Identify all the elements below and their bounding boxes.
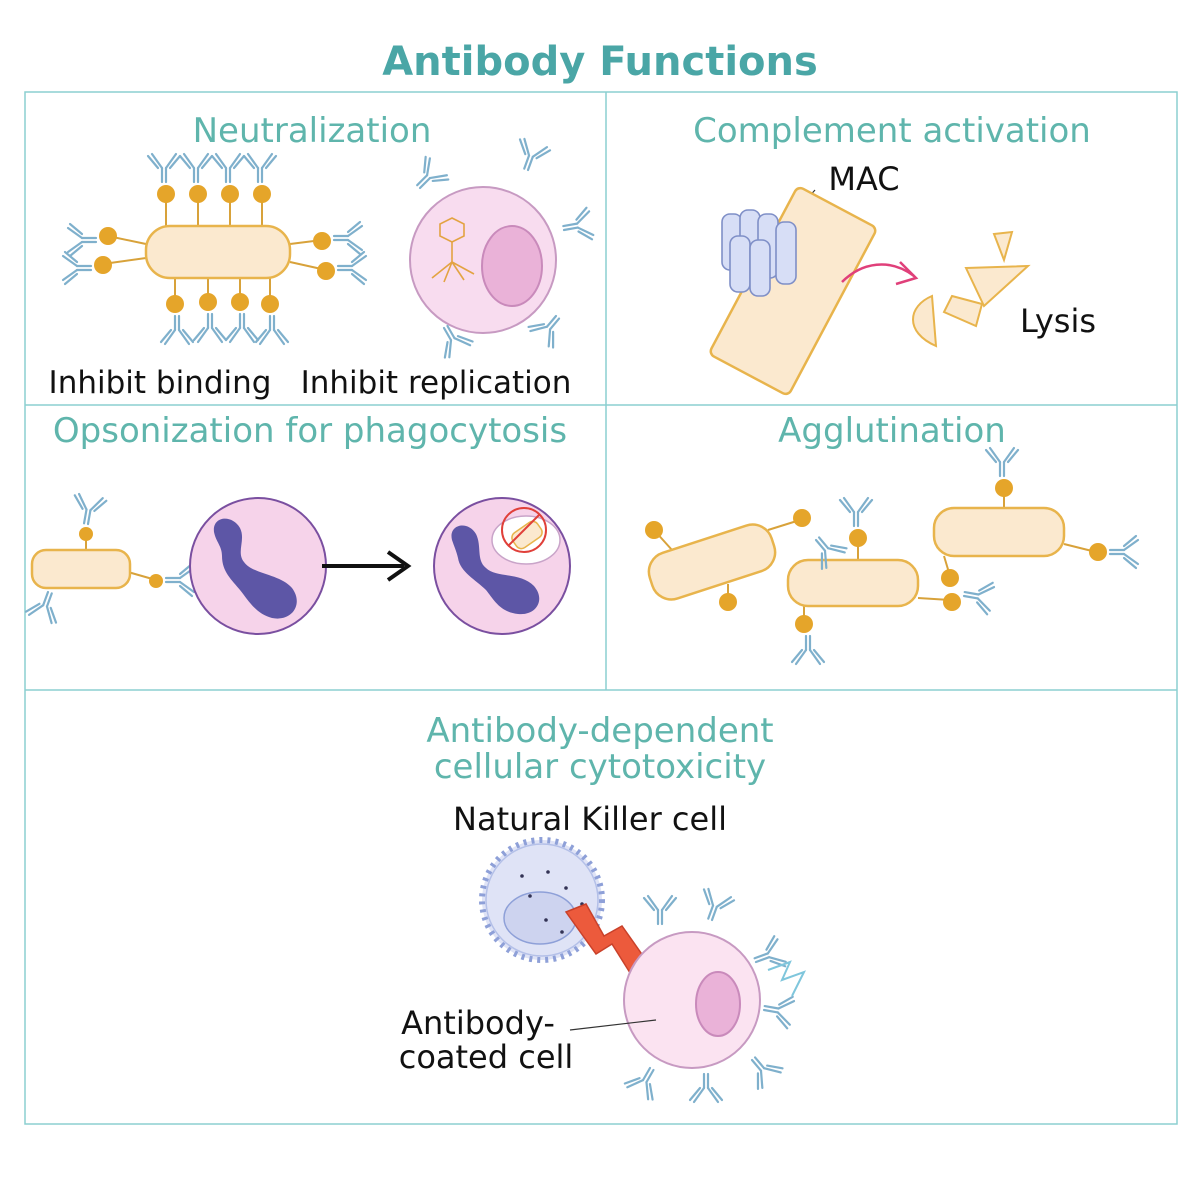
panel-neutralization: Neutralization [49,111,596,401]
mac-complex [721,209,797,297]
label-natural-killer-cell: Natural Killer cell [453,800,727,838]
virus-icon [431,217,475,283]
panel-complement: Complement activation MAC Lysis [693,111,1096,396]
heading-neutralization: Neutralization [193,111,432,151]
label-mac: MAC [828,160,899,198]
heading-complement: Complement activation [693,111,1091,151]
lysis-arrow [841,263,915,283]
small-lightning-icon [767,960,807,997]
natural-killer-cell [479,837,605,963]
phagocytosis-arrow [322,550,412,582]
heading-agglutination: Agglutination [778,411,1006,451]
label-lysis: Lysis [1020,302,1096,340]
panel-agglutination: Agglutination [645,411,1140,666]
engulfed-bacterium [511,520,543,550]
lysis-fragments [912,230,1031,348]
opsonized-bacterium [24,492,196,626]
page-title: Antibody Functions [382,39,818,85]
heading-adcc-line2: cellular cytotoxicity [434,747,766,787]
panel-frame [24,91,1178,1125]
coated-pointer-line [569,1019,657,1031]
label-coated-line1: Antibody- [401,1004,555,1042]
bacterium-neutralized [94,185,335,313]
panel-opsonization: Opsonization for phagocytosis [24,411,571,635]
prohibition-icon [501,507,547,553]
agglutinated-bacteria [645,446,1140,666]
panel-adcc: Antibody-dependent cellular cytotoxicity… [399,711,807,1104]
phagocyte-before [189,497,327,635]
heading-adcc-line1: Antibody-dependent [426,711,773,751]
heading-opsonization: Opsonization for phagocytosis [53,411,567,451]
lysis-arrow-head [895,261,919,286]
label-inhibit-binding: Inhibit binding [49,365,272,401]
infected-cell [406,136,596,361]
phagocyte-after [433,497,571,635]
label-coated-line2: coated cell [399,1038,574,1076]
label-inhibit-replication: Inhibit replication [301,365,572,401]
antibody-coated-cell [622,886,807,1104]
